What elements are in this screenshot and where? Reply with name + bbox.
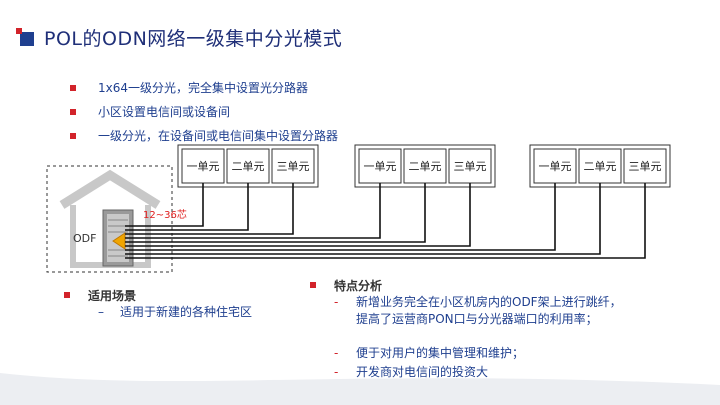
unit-label: 二单元 [232, 160, 265, 173]
fiber-line [125, 183, 294, 235]
equipment-room-box [46, 165, 173, 273]
fiber-line [125, 183, 601, 255]
unit-label: 一单元 [187, 160, 220, 173]
unit-label: 三单元 [454, 160, 487, 173]
analysis-item: - 开发商对电信间的投资大 [334, 365, 489, 379]
scenario-item: – 适用于新建的各种住宅区 [98, 305, 253, 319]
fiber-line [125, 183, 249, 231]
fiber-line [125, 183, 381, 239]
bullet-item: 小区设置电信间或设备间 [64, 100, 338, 124]
unit-label: 三单元 [629, 160, 662, 173]
unit-label: 一单元 [539, 160, 572, 173]
dash-marker: – [98, 305, 104, 319]
analysis-item: - 新增业务完全在小区机房内的ODF架上进行跳纤，提高了运营商PON口与分光器端… [334, 295, 622, 326]
top-bullet-list: 1x64一级分光，完全集中设置光分路器 小区设置电信间或设备间 一级分光，在设备… [64, 76, 338, 148]
fiber-lines [125, 183, 646, 259]
bullet-item: 1x64一级分光，完全集中设置光分路器 [64, 76, 338, 100]
scenario-heading: 适用场景 [60, 287, 136, 304]
unit-label: 一单元 [364, 160, 397, 173]
fiber-line [125, 183, 426, 243]
building-2: 一单元 二单元 三单元 [354, 144, 496, 188]
dash-marker: - [334, 346, 339, 360]
fiber-line [125, 183, 646, 259]
unit-label: 三单元 [277, 160, 310, 173]
analysis-heading: 特点分析 [306, 277, 382, 294]
building-1: 一单元 二单元 三单元 [177, 144, 319, 188]
analysis-item: - 便于对用户的集中管理和维护； [334, 346, 525, 360]
fiber-line [125, 183, 204, 227]
dash-marker: - [334, 365, 339, 379]
decorative-wave [0, 373, 720, 405]
title-marker-icon [16, 28, 38, 46]
fiber-line [125, 183, 471, 247]
fiber-line [125, 183, 556, 251]
title-text: POL的ODN网络一级集中分光模式 [44, 27, 343, 50]
fiber-count-label: 12~36芯 [143, 208, 187, 221]
slide-title: POL的ODN网络一级集中分光模式 [16, 22, 342, 52]
unit-label: 二单元 [409, 160, 442, 173]
dash-marker: - [334, 295, 339, 309]
building-3: 一单元 二单元 三单元 [529, 144, 671, 188]
odf-label: ODF [73, 232, 96, 245]
splitter-icon [112, 232, 126, 250]
house-roof [59, 169, 161, 209]
unit-label: 二单元 [584, 160, 617, 173]
bullet-item: 一级分光，在设备间或电信间集中设置分路器 [64, 124, 338, 148]
